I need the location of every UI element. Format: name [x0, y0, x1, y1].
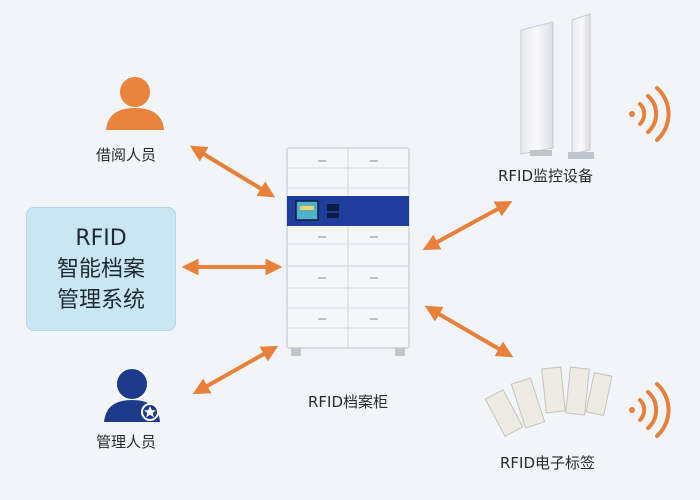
tag-label: RFID电子标签: [500, 454, 596, 472]
wireless-signal-icon: [629, 382, 671, 438]
arrow-cabinet-monitor: [422, 200, 513, 251]
arrow-manager-cabinet: [192, 345, 279, 395]
rfid-management-system-box: RFID 智能档案 管理系统: [26, 207, 176, 331]
person-icon: [106, 77, 164, 130]
admin-person-icon: [104, 369, 160, 422]
rfid-cabinet-icon: [286, 147, 410, 356]
rfid-tag-icon: [484, 366, 613, 437]
system-line-1: RFID: [75, 225, 127, 251]
manager-label: 管理人员: [96, 433, 157, 451]
wireless-signal-icon: [629, 86, 671, 142]
monitor-label: RFID监控设备: [498, 167, 594, 185]
connection-arrows: [181, 145, 514, 395]
arrow-borrower-cabinet: [189, 145, 276, 198]
arrow-cabinet-tag: [424, 305, 514, 358]
borrower-label: 借阅人员: [96, 146, 157, 164]
system-line-3: 管理系统: [56, 287, 145, 313]
cabinet-label: RFID档案柜: [308, 393, 389, 411]
system-line-2: 智能档案: [56, 256, 145, 282]
rfid-gate-icon: [520, 13, 594, 159]
